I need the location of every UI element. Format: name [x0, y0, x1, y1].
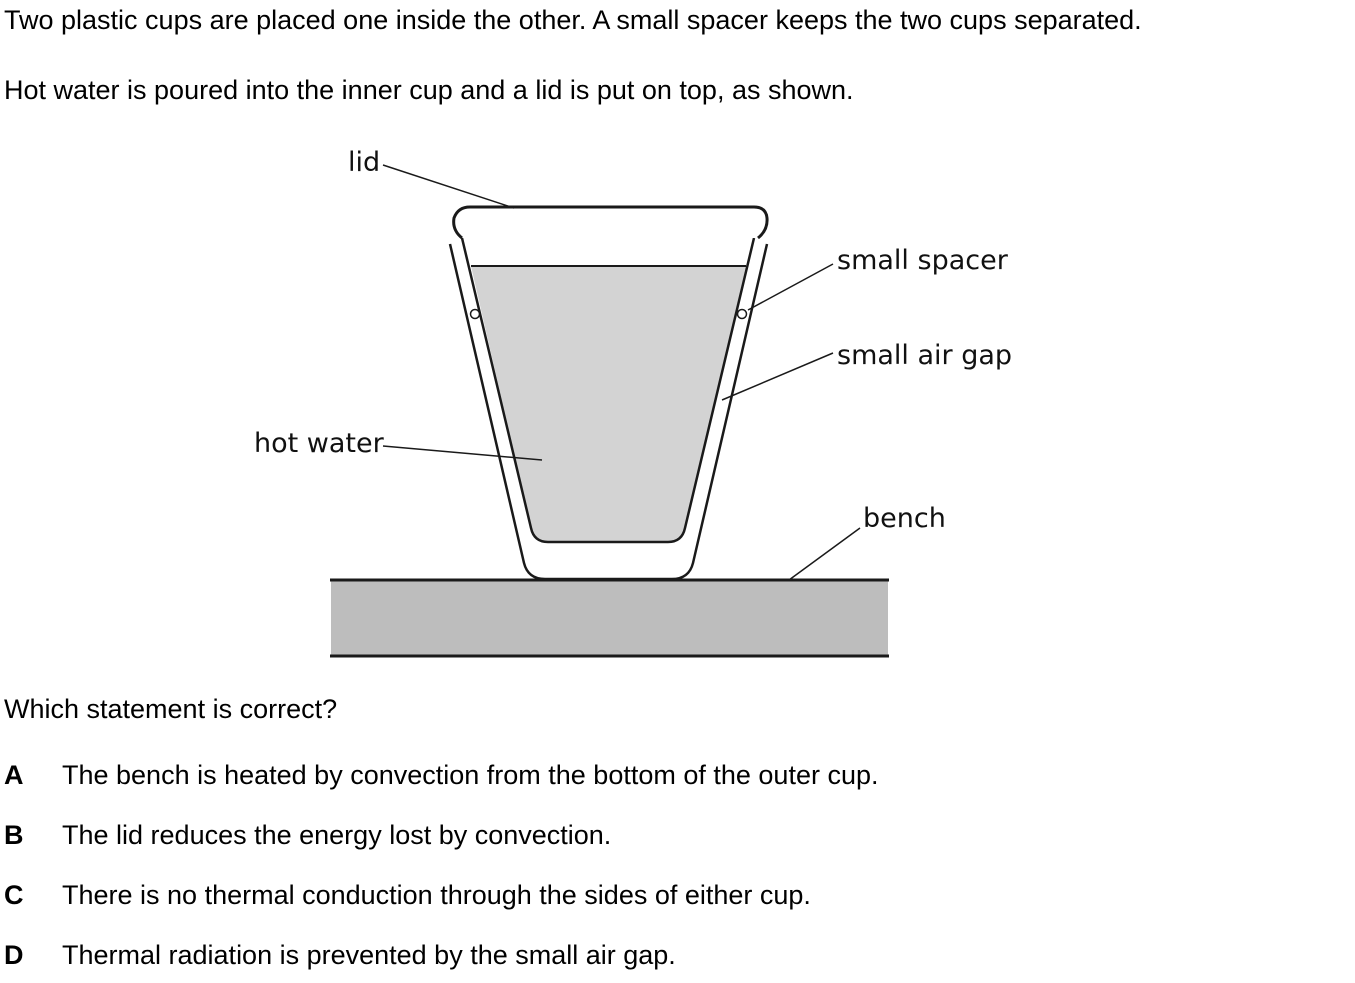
outer-cup: [448, 243, 769, 581]
hot-water-leader: [382, 445, 543, 461]
option-letter: D: [4, 940, 24, 970]
lid-leader: [382, 164, 515, 209]
lid: [452, 205, 769, 240]
air-gap-leader: [721, 352, 834, 401]
option-text: The lid reduces the energy lost by conve…: [62, 820, 612, 850]
bench-label: bench: [863, 503, 946, 534]
option-letter: C: [4, 880, 24, 910]
intro-line-1: Two plastic cups are placed one inside t…: [4, 5, 1142, 35]
small-air-gap-label: small air gap: [837, 340, 1012, 371]
spacer-right: [736, 308, 748, 320]
option-text: There is no thermal conduction through t…: [62, 880, 811, 910]
bench-leader: [788, 527, 861, 581]
option-text: The bench is heated by convection from t…: [62, 760, 879, 790]
small-spacer-label: small spacer: [837, 245, 1009, 276]
hot-water-label: hot water: [254, 428, 385, 459]
lid-label: lid: [348, 147, 380, 178]
option-text: Thermal radiation is prevented by the sm…: [62, 940, 676, 970]
intro-line-2: Hot water is poured into the inner cup a…: [4, 75, 854, 105]
option-letter: A: [4, 760, 24, 790]
spacer-left: [469, 308, 481, 320]
spacer-leader: [747, 263, 834, 311]
bench-block: [331, 580, 888, 656]
inner-cup: [460, 237, 756, 544]
hot-water-fill: [471, 266, 746, 542]
question-text: Which statement is correct?: [4, 694, 338, 724]
option-letter: B: [4, 820, 24, 850]
